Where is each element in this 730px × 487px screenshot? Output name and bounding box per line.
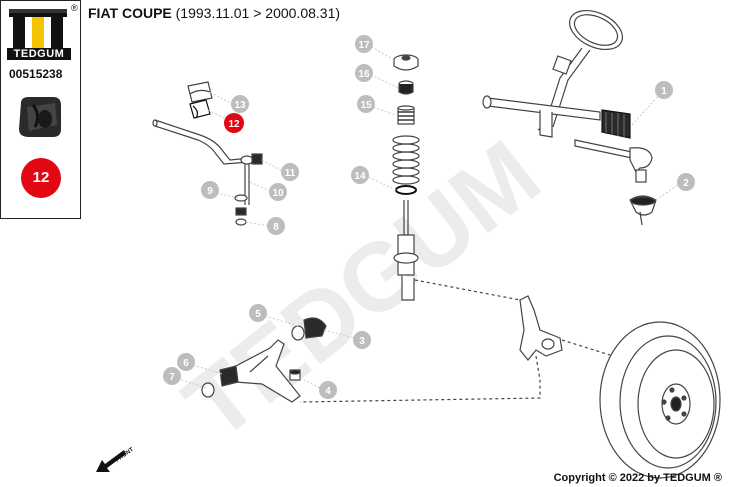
svg-text:2: 2 [683,178,689,189]
svg-text:17: 17 [358,40,370,51]
svg-text:4: 4 [325,386,331,397]
callout-4[interactable]: 4 [319,381,337,399]
svg-text:16: 16 [358,69,370,80]
svg-text:8: 8 [273,222,279,233]
steering-knuckle [299,279,611,403]
callout-8[interactable]: 8 [267,217,285,235]
svg-text:6: 6 [183,358,189,369]
callout-9[interactable]: 9 [201,181,219,199]
callout-markers: 1 2 3 4 5 6 7 8 9 10 11 12 13 14 15 16 1… [163,35,695,399]
registered-mark: ® [71,3,78,13]
wheel [599,321,721,479]
callout-5[interactable]: 5 [249,304,267,322]
bushing-thumbnail-icon [19,97,61,137]
part-number: 00515238 [9,67,63,81]
strut-assembly [392,54,420,301]
callout-11[interactable]: 11 [281,163,299,181]
svg-text:15: 15 [360,100,372,111]
svg-text:10: 10 [272,188,284,199]
callout-7[interactable]: 7 [163,367,181,385]
svg-text:14: 14 [354,171,366,182]
highlight-badge[interactable]: 12 [21,158,61,198]
svg-text:1: 1 [661,86,667,97]
callout-17[interactable]: 17 [355,35,373,53]
svg-text:12: 12 [228,119,240,130]
svg-text:13: 13 [234,100,246,111]
control-arm [201,317,327,403]
callout-10[interactable]: 10 [269,183,287,201]
stabilizer-bar [152,81,263,226]
vehicle-model: FIAT COUPE [88,5,172,21]
callout-14[interactable]: 14 [351,166,369,184]
date-range: (1993.11.01 > 2000.08.31) [175,5,341,21]
callout-6[interactable]: 6 [177,353,195,371]
svg-text:3: 3 [359,336,365,347]
callout-1[interactable]: 1 [655,81,673,99]
svg-text:7: 7 [169,372,175,383]
callout-13[interactable]: 13 [231,95,249,113]
page-title: FIAT COUPE (1993.11.01 > 2000.08.31) [88,5,340,21]
tedgum-logo-icon [9,9,67,49]
callout-leaders [175,45,683,389]
steering-assembly [482,9,657,226]
callout-2[interactable]: 2 [677,173,695,191]
svg-text:9: 9 [207,186,213,197]
callout-15[interactable]: 15 [357,95,375,113]
copyright-text: Copyright © 2022 by TEDGUM ® [553,472,722,484]
part-info-panel: ® TEDGUM 00515238 12 [0,0,81,219]
front-arrow-icon [96,450,126,472]
callout-3[interactable]: 3 [353,331,371,349]
svg-text:11: 11 [285,168,296,179]
callout-12[interactable]: 12 [224,113,244,133]
brand-name: TEDGUM [7,48,71,60]
svg-text:5: 5 [255,309,261,320]
callout-16[interactable]: 16 [355,64,373,82]
